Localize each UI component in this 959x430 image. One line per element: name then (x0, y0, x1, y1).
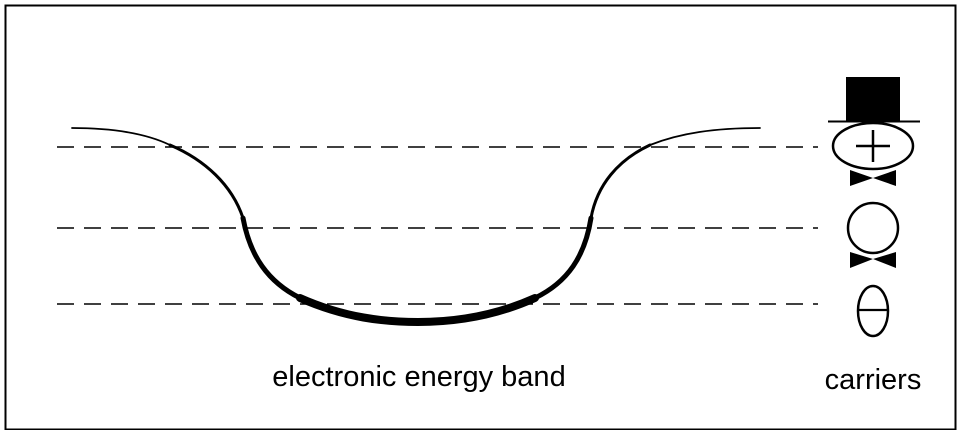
top-hat-bowtie-icon (828, 77, 920, 186)
ellipse-minus-icon (856, 284, 890, 338)
band-label: electronic energy band (272, 361, 565, 393)
circle-bowtie-icon (846, 201, 900, 268)
carriers-label: carriers (825, 364, 922, 396)
energy-band-curve (71, 127, 761, 327)
